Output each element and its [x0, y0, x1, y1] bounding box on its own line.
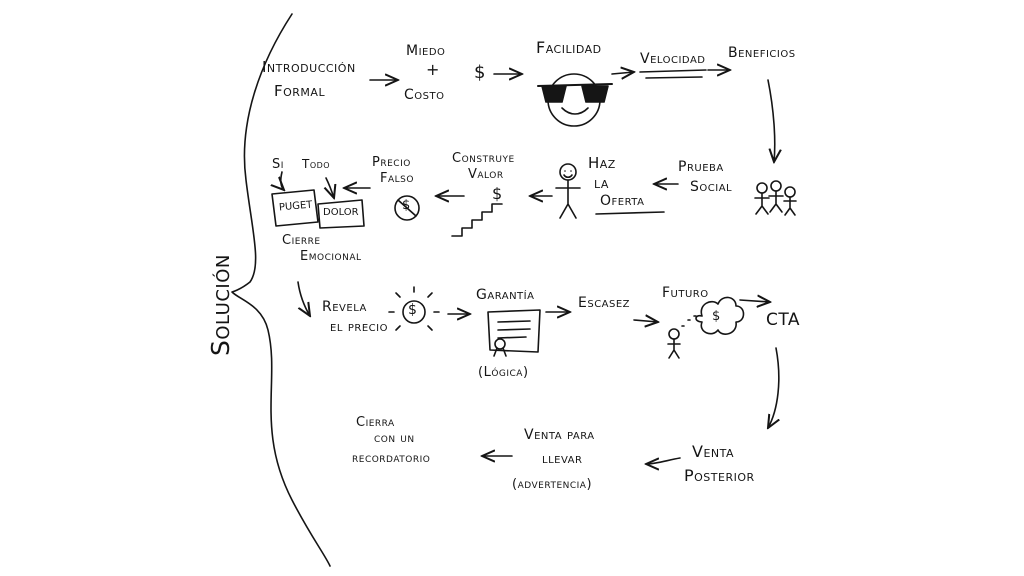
future-figure — [667, 315, 697, 359]
oferta-label: Oferta — [600, 193, 645, 209]
facilidad-label: Facilidad — [536, 38, 602, 57]
dollar-sign: $ — [474, 62, 486, 83]
dolor-label: DOLOR — [323, 207, 359, 218]
crossed-dollar-sign: $ — [402, 198, 411, 213]
construye-line2: Valor — [468, 167, 504, 182]
certificate-icon — [487, 309, 541, 357]
stairs-icon — [451, 203, 503, 237]
arrow-icon — [326, 177, 334, 198]
thought-cloud-icon — [695, 296, 745, 335]
shining-dollar-icon — [388, 286, 440, 331]
arrow-icon — [768, 347, 779, 428]
precio-line1: Precio — [372, 155, 411, 170]
construye-line1: Construye — [452, 151, 515, 166]
crossed-dollar-icon — [394, 195, 420, 221]
shining-dollar-sign: $ — [408, 302, 417, 318]
prueba-line2: Social — [690, 179, 733, 195]
arrow-icon — [281, 171, 284, 190]
revela-line1: Revela — [322, 299, 367, 315]
intro-line1: Introducción — [262, 58, 356, 76]
venta-llevar-line3: (advertencia) — [512, 477, 593, 492]
sunglasses-smiley-icon — [537, 73, 613, 127]
puget-box — [271, 189, 319, 227]
logica-label: (Lógica) — [478, 365, 529, 380]
plus-sign: + — [426, 60, 440, 79]
venta-posterior-line2: Posterior — [684, 466, 755, 485]
cierra-line1: Cierra — [356, 415, 395, 430]
dolor-box — [317, 199, 365, 229]
miedo-label: Miedo — [406, 43, 446, 59]
si-label: Si — [272, 157, 284, 172]
arrow-icon — [767, 79, 775, 162]
precio-line2: Falso — [380, 171, 414, 186]
stick-figure-icon — [555, 163, 581, 219]
arrow-icon — [646, 457, 681, 464]
crowd-icon — [754, 180, 797, 216]
beneficios-label: Beneficios — [728, 45, 796, 61]
cta-label: CTA — [766, 310, 801, 330]
arrow-icon — [739, 300, 770, 302]
brace-label: Solución — [206, 254, 235, 356]
cierre-line1: Cierre — [282, 233, 321, 248]
velocidad-label: Velocidad — [640, 51, 706, 67]
revela-line2: el precio — [330, 319, 388, 335]
cierre-line2: Emocional — [300, 249, 362, 264]
todo-label: Todo — [302, 157, 331, 171]
costo-label: Costo — [404, 87, 445, 103]
intro-line2: Formal — [274, 82, 326, 100]
arrow-icon — [611, 72, 634, 74]
venta-llevar-line1: Venta para — [524, 427, 595, 443]
oferta-underline — [595, 211, 665, 215]
underline — [639, 69, 707, 79]
arrow-icon — [297, 281, 310, 316]
la-label: la — [594, 174, 609, 192]
haz-label: Haz — [588, 154, 616, 172]
venta-llevar-line2: llevar — [542, 451, 583, 467]
prueba-line1: Prueba — [678, 159, 724, 175]
brace-line — [231, 13, 331, 567]
venta-posterior-line1: Venta — [692, 442, 735, 461]
futuro-label: Futuro — [662, 285, 709, 301]
cierra-line3: recordatorio — [352, 451, 431, 466]
garantia-label: Garantía — [476, 287, 535, 303]
valor-dollar: $ — [492, 184, 503, 203]
arrow-icon — [633, 320, 658, 322]
cierra-line2: con un — [374, 431, 415, 446]
escasez-label: Escasez — [578, 295, 631, 311]
future-dollar-sign: $ — [712, 309, 721, 324]
